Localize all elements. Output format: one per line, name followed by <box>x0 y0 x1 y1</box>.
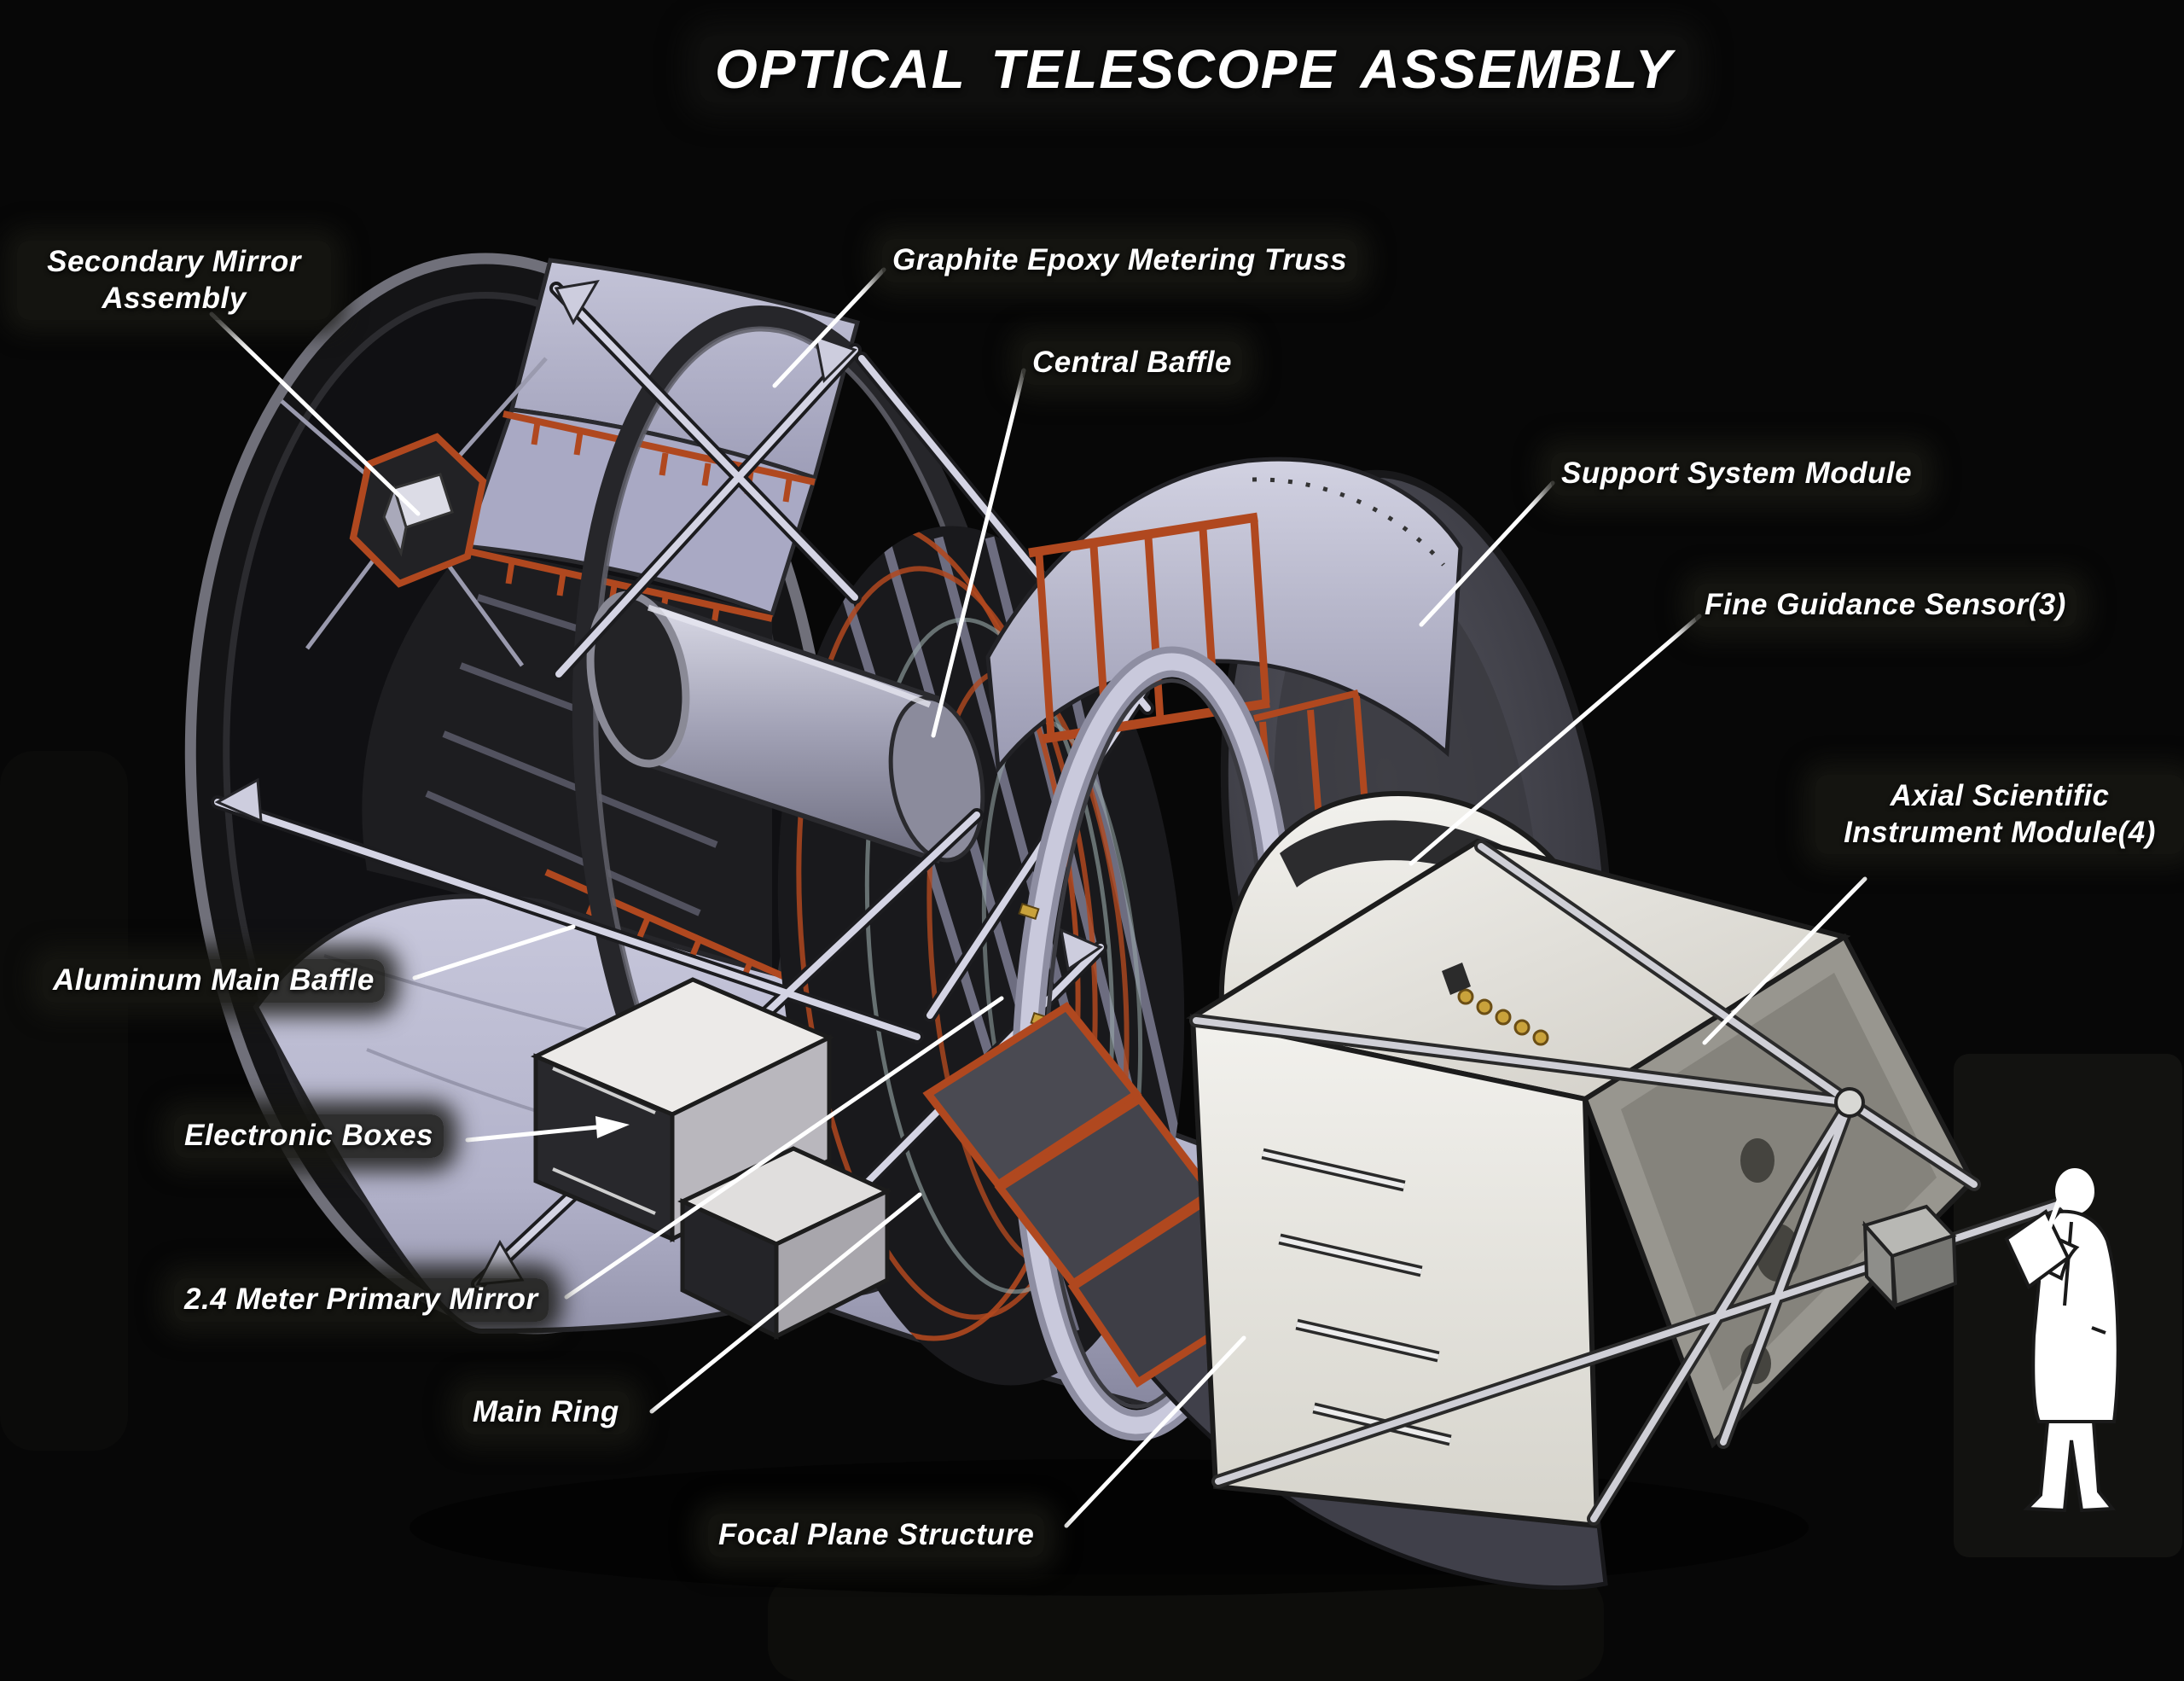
leader-secondary-mirror <box>209 311 421 516</box>
aft-truss-tubes <box>1189 840 2095 1526</box>
leader-aluminum-baffle <box>412 924 576 980</box>
label-aluminum-main-baffle: Aluminum Main Baffle <box>43 959 385 1003</box>
leader-electronic-boxes <box>465 1125 600 1143</box>
diagram-title: OPTICAL TELESCOPE ASSEMBLY <box>700 36 1689 102</box>
leader-support-system <box>1419 480 1555 627</box>
leader-focal-plane <box>1064 1335 1246 1528</box>
gold-connectors <box>1457 988 1549 1046</box>
leader-main-ring <box>649 1192 922 1414</box>
label-focal-plane-structure: Focal Plane Structure <box>708 1514 1045 1557</box>
leader-primary-mirror <box>564 996 1004 1300</box>
electronic-boxes <box>530 977 892 1341</box>
leader-electronic-boxes-arrowhead <box>595 1116 630 1138</box>
leader-fine-guidance <box>1409 614 1702 866</box>
leader-central-baffle <box>931 368 1026 738</box>
label-graphite-epoxy-metering-truss: Graphite Epoxy Metering Truss <box>882 239 1358 282</box>
label-fine-guidance-sensor: Fine Guidance Sensor(3) <box>1694 584 2077 627</box>
latch-box <box>1862 1204 1958 1311</box>
leader-axial-instrument <box>1702 876 1867 1045</box>
label-main-ring: Main Ring <box>462 1391 630 1434</box>
label-secondary-mirror-assembly: Secondary Mirror Assembly <box>17 241 331 321</box>
leader-graphite-truss <box>772 267 886 388</box>
scientist-scale-figure <box>2004 1168 2120 1513</box>
label-primary-mirror: 2.4 Meter Primary Mirror <box>174 1278 549 1322</box>
label-electronic-boxes: Electronic Boxes <box>174 1114 444 1158</box>
leader-lines <box>209 267 1867 1528</box>
central-baffle-tube <box>586 590 985 864</box>
axial-instrument-module <box>1186 838 2095 1529</box>
label-central-baffle: Central Baffle <box>1022 341 1242 385</box>
label-support-system-module: Support System Module <box>1551 452 1923 496</box>
label-axial-scientific-instrument-module: Axial Scientific Instrument Module(4) <box>1815 775 2184 855</box>
secondary-mirror-assembly <box>280 357 548 667</box>
module-handles <box>1261 1148 1452 1446</box>
